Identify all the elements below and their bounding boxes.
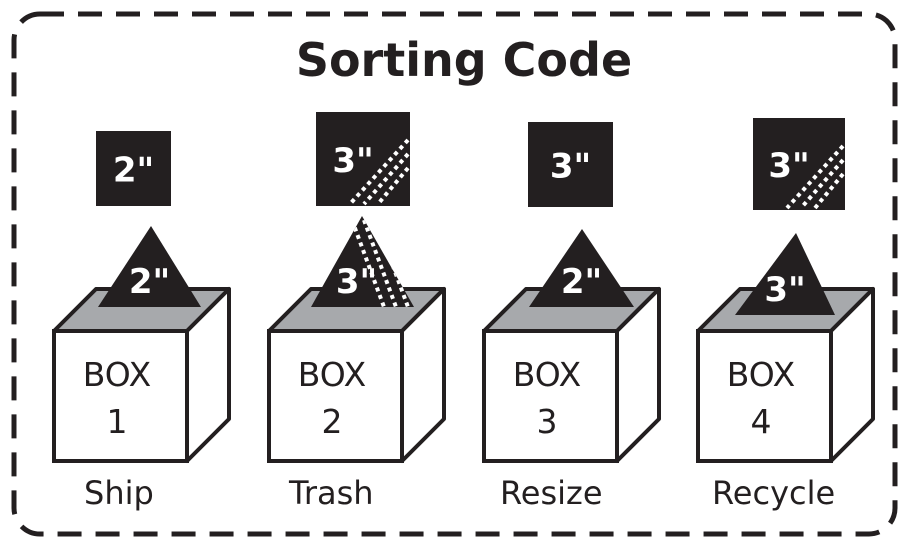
square-chip-label: 2" (113, 151, 154, 191)
square-chip-label: 3" (768, 146, 809, 186)
triangle-chip-label: 3" (764, 270, 805, 310)
box-word: BOX (83, 355, 152, 394)
box-word: BOX (298, 355, 367, 394)
action-label: Ship (84, 474, 154, 512)
triangle-chip: 3" (311, 216, 414, 307)
triangle-chip: 2" (98, 226, 201, 307)
triangle-chip-label: 2" (129, 262, 170, 302)
diagram-title: Sorting Code (296, 33, 632, 87)
box-word: BOX (513, 355, 582, 394)
action-label: Resize (500, 474, 603, 512)
square-chip: 3" (753, 118, 845, 210)
square-chip-label: 3" (332, 141, 373, 181)
box-word: BOX (727, 355, 796, 394)
box-number: 4 (751, 402, 772, 441)
triangle-chip: 3" (735, 233, 835, 315)
box-number: 3 (537, 402, 558, 441)
square-chip: 3" (528, 122, 613, 207)
square-chip: 3" (316, 112, 410, 206)
triangle-chip-label: 3" (336, 262, 377, 302)
box-number: 2 (322, 402, 343, 441)
action-label: Recycle (712, 474, 835, 512)
box-front (698, 331, 831, 461)
triangle-chip-label: 2" (561, 262, 602, 302)
action-label: Trash (288, 474, 374, 512)
box-front (54, 331, 187, 461)
square-chip: 2" (96, 131, 171, 206)
box-front (484, 331, 617, 461)
triangle-chip: 2" (529, 229, 634, 307)
box-front (269, 331, 402, 461)
square-chip-label: 3" (550, 147, 591, 187)
box-number: 1 (107, 402, 128, 441)
